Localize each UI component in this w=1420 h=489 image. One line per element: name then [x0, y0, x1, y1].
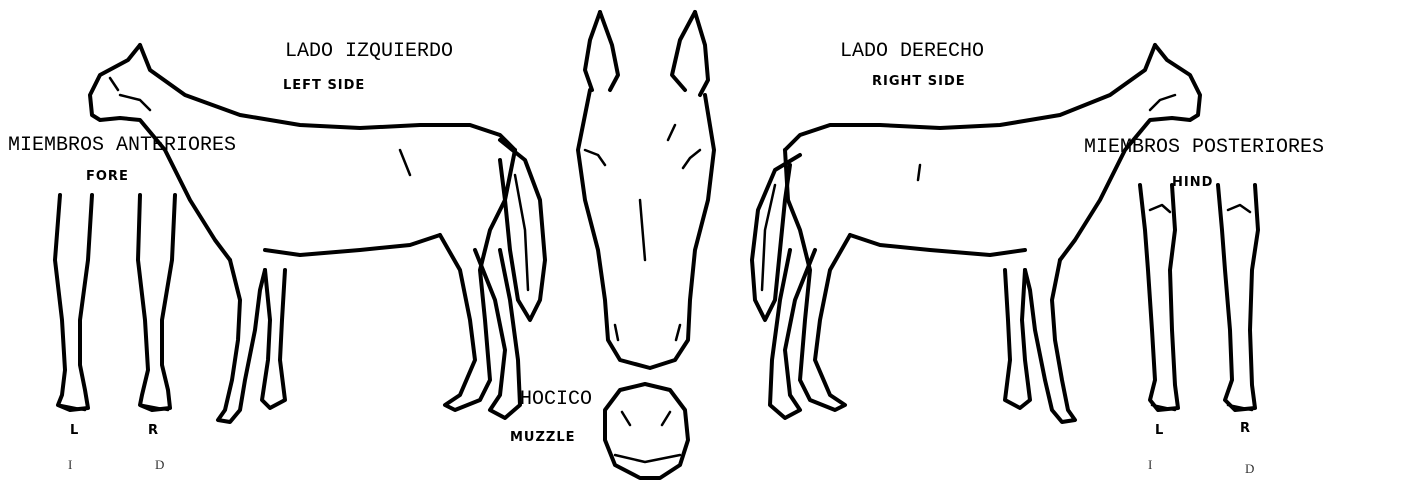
- horse-left-side: [90, 45, 545, 422]
- hind-limbs-title: MIEMBROS POSTERIORES: [1084, 138, 1324, 158]
- right-side-subtitle: RIGHT SIDE: [872, 75, 966, 88]
- hind-right-alt-label: D: [1245, 462, 1254, 475]
- hind-left-label: L: [1155, 424, 1164, 437]
- left-side-title: LADO IZQUIERDO: [285, 42, 453, 62]
- hind-limbs-drawing: [1140, 185, 1258, 410]
- fore-right-alt-label: D: [155, 458, 164, 471]
- fore-left-alt-label: I: [68, 458, 72, 471]
- horse-head-front: [578, 12, 714, 368]
- fore-limbs-subtitle: FORE: [86, 170, 129, 183]
- muzzle-title: HOCICO: [520, 390, 592, 410]
- fore-limbs-title: MIEMBROS ANTERIORES: [8, 136, 236, 156]
- hind-right-label: R: [1240, 422, 1251, 435]
- left-side-subtitle: LEFT SIDE: [283, 79, 365, 92]
- hind-left-alt-label: I: [1148, 458, 1152, 471]
- right-side-title: LADO DERECHO: [840, 42, 984, 62]
- fore-limbs-drawing: [55, 195, 175, 410]
- fore-right-label: R: [148, 424, 159, 437]
- fore-left-label: L: [70, 424, 79, 437]
- muzzle-drawing: [605, 384, 688, 478]
- hind-limbs-subtitle: HIND: [1172, 176, 1213, 189]
- muzzle-subtitle: MUZZLE: [510, 431, 576, 444]
- horse-right-side: [752, 45, 1200, 422]
